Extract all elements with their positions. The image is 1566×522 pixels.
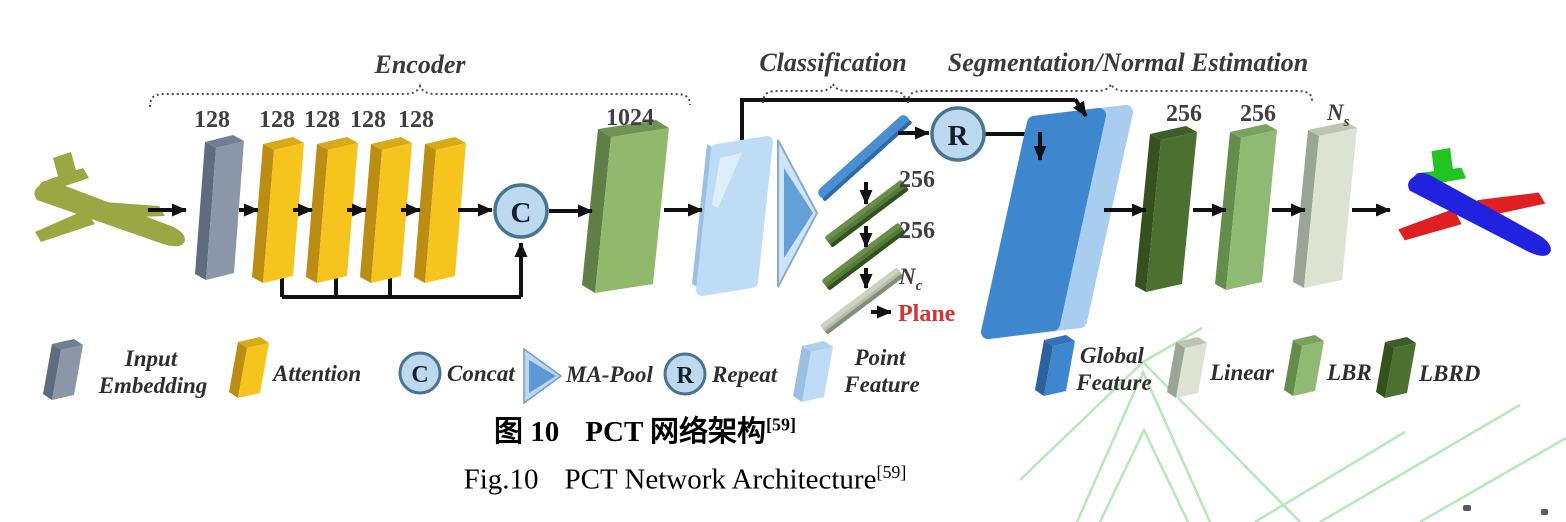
legend-concat-symbol: C — [411, 362, 428, 388]
section-braces — [149, 81, 1313, 108]
legend-concat-icon: C — [398, 351, 442, 395]
caption-zh-fig: 图 10 — [494, 416, 560, 448]
legend-label: Feature — [1075, 370, 1151, 395]
legend-linear-icon — [1167, 337, 1207, 398]
cls-linear-bar — [820, 268, 904, 334]
dim-label-embedding: 128 — [194, 107, 230, 133]
legend-label: Concat — [447, 361, 515, 386]
attention-block-4 — [414, 137, 466, 283]
flow-arrows — [148, 97, 1391, 319]
legend-label: Attention — [271, 361, 361, 386]
fused-feature-block — [582, 120, 669, 293]
legend-label: LBR — [1326, 360, 1372, 385]
cls-lbrd-bar-1 — [825, 180, 909, 247]
legend-label: Point — [853, 345, 906, 370]
cls-dim-label-1: 256 — [899, 167, 935, 193]
legend: Input Embedding Attention C Concat MA-Po… — [43, 335, 1481, 405]
caption-en-fig: Fig.10 — [463, 463, 539, 496]
repeat-symbol: R — [948, 120, 970, 152]
caption-en-title: PCT Network Architecture — [564, 463, 877, 496]
seg-dim-label-1: 256 — [1166, 101, 1202, 127]
global-feature-plate — [981, 105, 1133, 339]
attention-block-1 — [252, 137, 304, 283]
dim-label-fused: 1024 — [606, 105, 654, 131]
legend-attention-icon — [229, 337, 269, 398]
input-point-cloud-airplane — [34, 152, 185, 247]
concat-symbol: C — [511, 197, 532, 229]
section-title-classification: Classification — [759, 48, 906, 77]
caption-zh: 图 10 PCT 网络架构[59] — [0, 408, 1290, 450]
cls-out-dim-label: Nc — [898, 264, 923, 294]
ma-pool-triangle — [777, 139, 819, 288]
concat-operator: C — [493, 183, 549, 239]
repeat-operator: R — [930, 106, 986, 162]
legend-point-feature-icon — [793, 341, 833, 402]
dim-label-attn4: 128 — [398, 107, 434, 133]
legend-label: MA-Pool — [565, 362, 654, 387]
seg-out-dim-label: Ns — [1326, 100, 1350, 130]
point-feature-plate — [692, 136, 773, 296]
attention-block-2 — [306, 137, 358, 283]
dim-label-attn2: 128 — [304, 107, 340, 133]
caption-en-ref: [59] — [876, 462, 907, 482]
cls-dim-label-2: 256 — [899, 218, 935, 244]
seg-dim-label-2: 256 — [1240, 101, 1276, 127]
page-speck — [1541, 509, 1548, 515]
section-title-segmentation: Segmentation/Normal Estimation — [948, 48, 1308, 77]
legend-ma-pool-icon — [523, 347, 563, 405]
global-feature-vector — [818, 115, 912, 201]
legend-label: Feature — [843, 372, 919, 397]
seg-lbrd-block — [1135, 126, 1197, 292]
legend-label: Input — [124, 346, 178, 371]
legend-lbrd-icon — [1376, 337, 1416, 398]
pct-architecture-diagram: C — [34, 48, 1551, 405]
cls-lbrd-bar-2 — [822, 223, 906, 290]
legend-label: Repeat — [711, 362, 778, 387]
dim-label-attn1: 128 — [259, 107, 295, 133]
legend-repeat-symbol: R — [676, 363, 694, 389]
caption-en: Fig.10 PCT Network Architecture[59] — [0, 462, 1370, 497]
input-embedding-block — [195, 135, 244, 280]
caption-zh-title: PCT 网络架构 — [585, 416, 767, 448]
legend-input-embedding-icon — [43, 339, 83, 400]
dim-label-attn3: 128 — [350, 107, 386, 133]
legend-lbr-icon — [1284, 335, 1324, 396]
cls-result-label: Plane — [898, 301, 956, 327]
legend-global-feature-icon — [1035, 335, 1075, 396]
output-segmented-airplane — [1398, 147, 1551, 256]
seg-linear-block — [1293, 122, 1357, 288]
legend-label: Global — [1080, 343, 1145, 368]
legend-label: LBRD — [1418, 361, 1481, 386]
seg-lbr-block — [1215, 124, 1277, 290]
caption-zh-ref: [59] — [766, 414, 796, 435]
legend-repeat-icon: R — [663, 352, 707, 396]
legend-label: Linear — [1209, 360, 1275, 385]
page-speck — [1463, 505, 1471, 511]
section-title-encoder: Encoder — [374, 50, 467, 79]
legend-label: Embedding — [98, 373, 208, 398]
attention-block-3 — [360, 137, 412, 283]
